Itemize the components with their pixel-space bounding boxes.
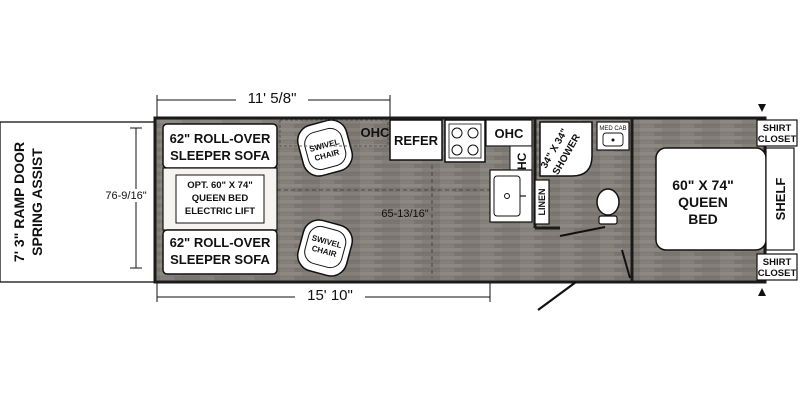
svg-text:SPRING ASSIST: SPRING ASSIST	[29, 148, 45, 256]
shirt-closet-bottom: SHIRT CLOSET	[756, 253, 798, 281]
swivel-chair-top: SWIVEL CHAIR	[296, 119, 354, 177]
shirt-closet-bottom-line1: SHIRT	[763, 257, 792, 268]
sofa-top-line2: SLEEPER SOFA	[170, 148, 270, 163]
refer-label: REFER	[394, 133, 439, 148]
bathroom-door	[559, 226, 631, 279]
top-width-dimension: 11' 5/8"	[156, 88, 391, 117]
bottom-length-label: 15' 10"	[307, 287, 353, 304]
opt-bed-line3: ELECTRIC LIFT	[185, 206, 255, 217]
sofa-bottom-line1: 62" ROLL-OVER	[170, 235, 271, 250]
shower: 34" X 34" SHOWER	[539, 121, 593, 177]
opt-bed-line1: OPT. 60" X 74"	[187, 180, 253, 191]
sofa-top: 62" ROLL-OVER SLEEPER SOFA	[162, 123, 278, 169]
queen-bed-line2: QUEEN	[678, 194, 728, 210]
med-cab-label: MED CAB	[599, 126, 626, 132]
shirt-closet-top-line1: SHIRT	[763, 123, 792, 134]
toilet	[596, 188, 620, 225]
ramp-door-line1: 7' 3" RAMP DOOR	[11, 142, 27, 262]
ramp-door-line2: SPRING ASSIST	[29, 148, 45, 256]
wall-marker-top	[758, 104, 766, 112]
linen-cabinet: LINEN	[534, 179, 550, 225]
queen-bed-line1: 60" X 74"	[672, 177, 734, 193]
ohc-cabinet-left: OHC	[279, 119, 391, 147]
swivel-chair-bottom: SWIVEL CHAIR	[296, 219, 354, 277]
opt-bed-line2: QUEEN BED	[192, 193, 249, 204]
stove	[444, 119, 486, 163]
sofa-top-line1: 62" ROLL-OVER	[170, 131, 271, 146]
queen-bed-line3: BED	[688, 211, 718, 227]
entry-door	[537, 281, 577, 311]
garage-depth-label: 76-9/16"	[105, 190, 146, 202]
shirt-closet-top-line2: CLOSET	[758, 134, 797, 145]
shirt-closet-top: SHIRT CLOSET	[756, 119, 798, 147]
shelf-label: SHELF	[773, 178, 788, 221]
shirt-closet-bottom-line2: CLOSET	[758, 268, 797, 279]
floor-length-dimension: 65-13/16"	[270, 165, 510, 278]
bottom-length-dimension: 15' 10"	[156, 283, 491, 304]
kitchen-sink	[493, 175, 526, 217]
sofa-bottom-line2: SLEEPER SOFA	[170, 252, 270, 267]
sofa-bottom: 62" ROLL-OVER SLEEPER SOFA	[162, 229, 278, 275]
medicine-cabinet-sink: MED CAB	[596, 121, 630, 151]
svg-text:7' 3" RAMP DOOR: 7' 3" RAMP DOOR	[11, 142, 27, 262]
refrigerator: REFER	[389, 119, 443, 161]
queen-bed: 60" X 74" QUEEN BED	[655, 147, 767, 251]
garage-depth-dimension: 76-9/16"	[100, 127, 152, 269]
top-width-label: 11' 5/8"	[248, 90, 297, 107]
shelf: SHELF	[765, 147, 795, 251]
floor-length-label: 65-13/16"	[381, 208, 428, 220]
linen-label: LINEN	[537, 189, 547, 216]
wall-marker-bottom	[758, 288, 766, 296]
ohc-label-left: OHC	[361, 125, 391, 140]
optional-queen-bed: OPT. 60" X 74" QUEEN BED ELECTRIC LIFT	[162, 167, 278, 231]
ohc-label-kitchen: OHC	[495, 126, 525, 141]
